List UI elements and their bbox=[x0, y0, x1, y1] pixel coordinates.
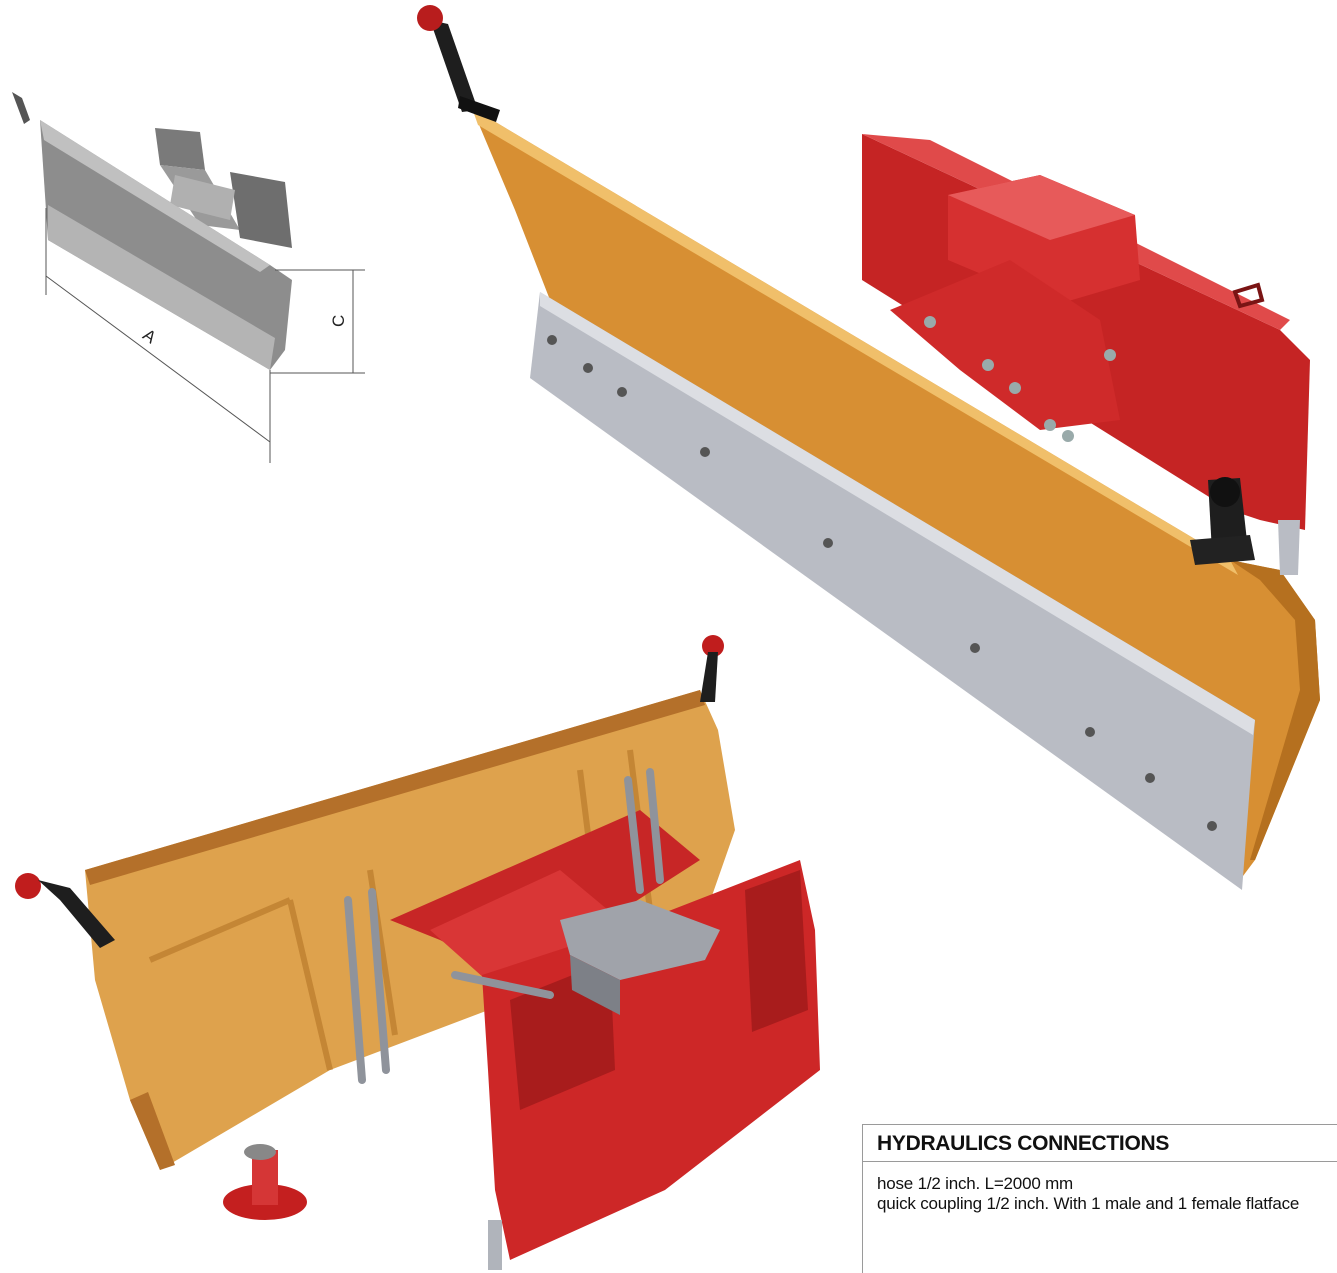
rear-swivel-block bbox=[560, 900, 720, 980]
frame-bolts bbox=[924, 316, 1116, 442]
hydraulics-connections-title: HYDRAULICS CONNECTIONS bbox=[863, 1125, 1337, 1162]
dimension-lines bbox=[45, 208, 365, 463]
rear-mounting-plate bbox=[482, 860, 820, 1260]
cutting-edge bbox=[530, 292, 1255, 890]
dimension-diagram: A C bbox=[12, 92, 365, 463]
hydraulics-connections-panel: HYDRAULICS CONNECTIONS hose 1/2 inch. L=… bbox=[862, 1124, 1337, 1273]
dimension-a-label: A bbox=[139, 325, 160, 347]
marker-pole-left bbox=[417, 5, 500, 122]
rear-marker-pole-right bbox=[700, 635, 724, 702]
dimension-c-label: C bbox=[329, 315, 348, 327]
marker-pole-right bbox=[1190, 477, 1255, 565]
dimension-plow-illustration bbox=[12, 92, 292, 370]
rear-plow-blade bbox=[85, 690, 735, 1170]
hose-spec-line: hose 1/2 inch. L=2000 mm bbox=[877, 1174, 1074, 1193]
snow-plow-rear-view bbox=[15, 635, 820, 1270]
quick-coupling-spec-line: quick coupling 1/2 inch. With 1 male and… bbox=[877, 1194, 1300, 1213]
hydraulic-cylinders bbox=[344, 768, 664, 1084]
rear-marker-pole-left bbox=[15, 873, 115, 948]
hydraulics-connections-body: hose 1/2 inch. L=2000 mm quick coupling … bbox=[863, 1162, 1337, 1214]
cutting-edge-bolts bbox=[547, 335, 1217, 831]
snow-plow-front-view bbox=[417, 5, 1320, 890]
support-leg bbox=[223, 1144, 307, 1220]
